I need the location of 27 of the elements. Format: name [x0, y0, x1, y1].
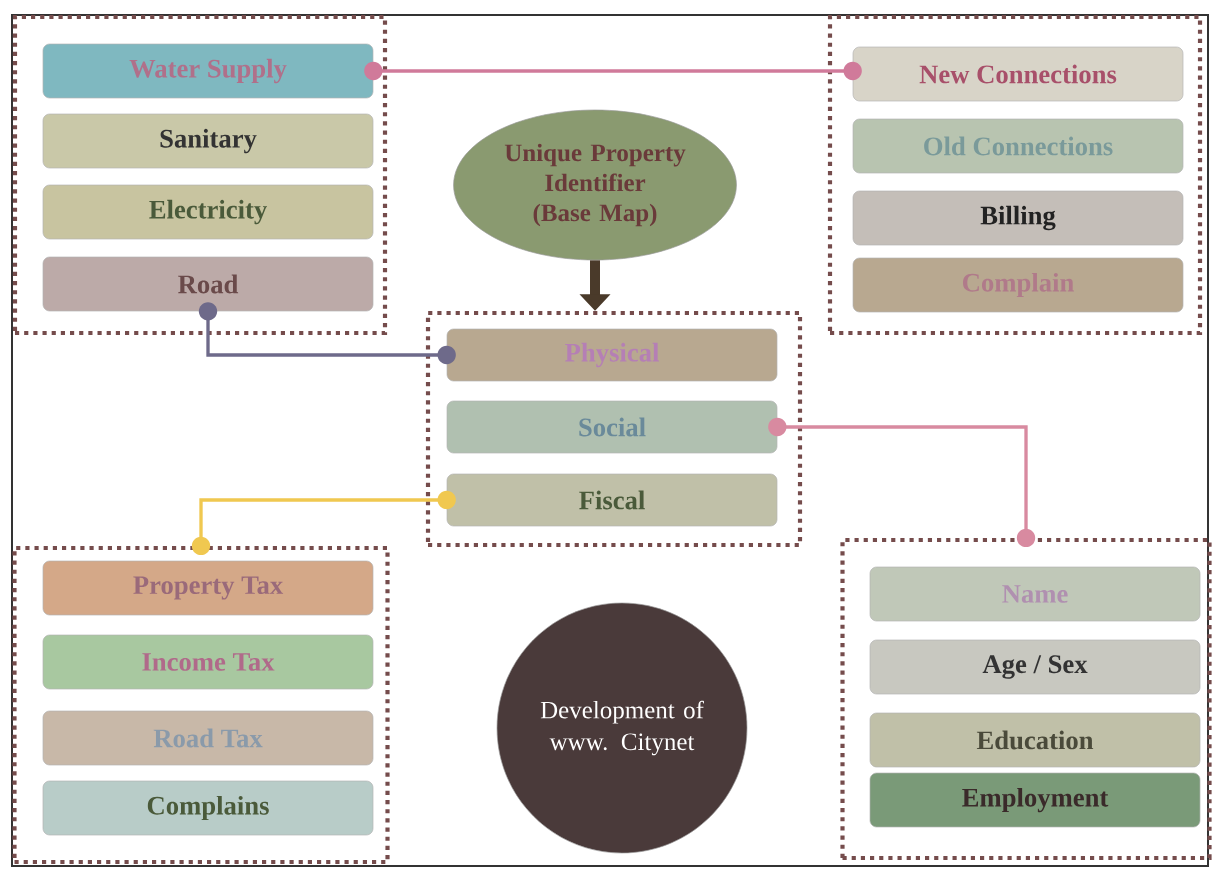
dotted-frame: [12, 545, 390, 865]
item-box: Water Supply: [42, 43, 374, 99]
connector: [364, 61, 862, 81]
item-box: Road Tax: [42, 710, 374, 766]
item-box: Road: [42, 256, 374, 312]
dotted-frame: [827, 14, 1203, 336]
connector: [768, 417, 1036, 548]
circle-badge: Development of www. Citynet: [496, 602, 748, 854]
item-box: Billing: [852, 190, 1184, 246]
dotted-frame: [12, 14, 388, 336]
connector: [198, 302, 456, 365]
dotted-frame: [425, 310, 803, 548]
dotted-frame: [840, 537, 1212, 861]
item-box: Education: [869, 712, 1201, 768]
item-box: Sanitary: [42, 113, 374, 169]
item-box: Complains: [42, 780, 374, 836]
item-box: Employment: [869, 772, 1201, 828]
item-box: Social: [446, 400, 778, 454]
item-box: Property Tax: [42, 560, 374, 616]
item-box: Name: [869, 566, 1201, 622]
item-box: Income Tax: [42, 634, 374, 690]
item-box: Fiscal: [446, 473, 778, 527]
item-box: Electricity: [42, 184, 374, 240]
item-box: New Connections: [852, 46, 1184, 102]
item-box: Age / Sex: [869, 639, 1201, 695]
connector: [191, 490, 456, 556]
item-box: Old Connections: [852, 118, 1184, 174]
